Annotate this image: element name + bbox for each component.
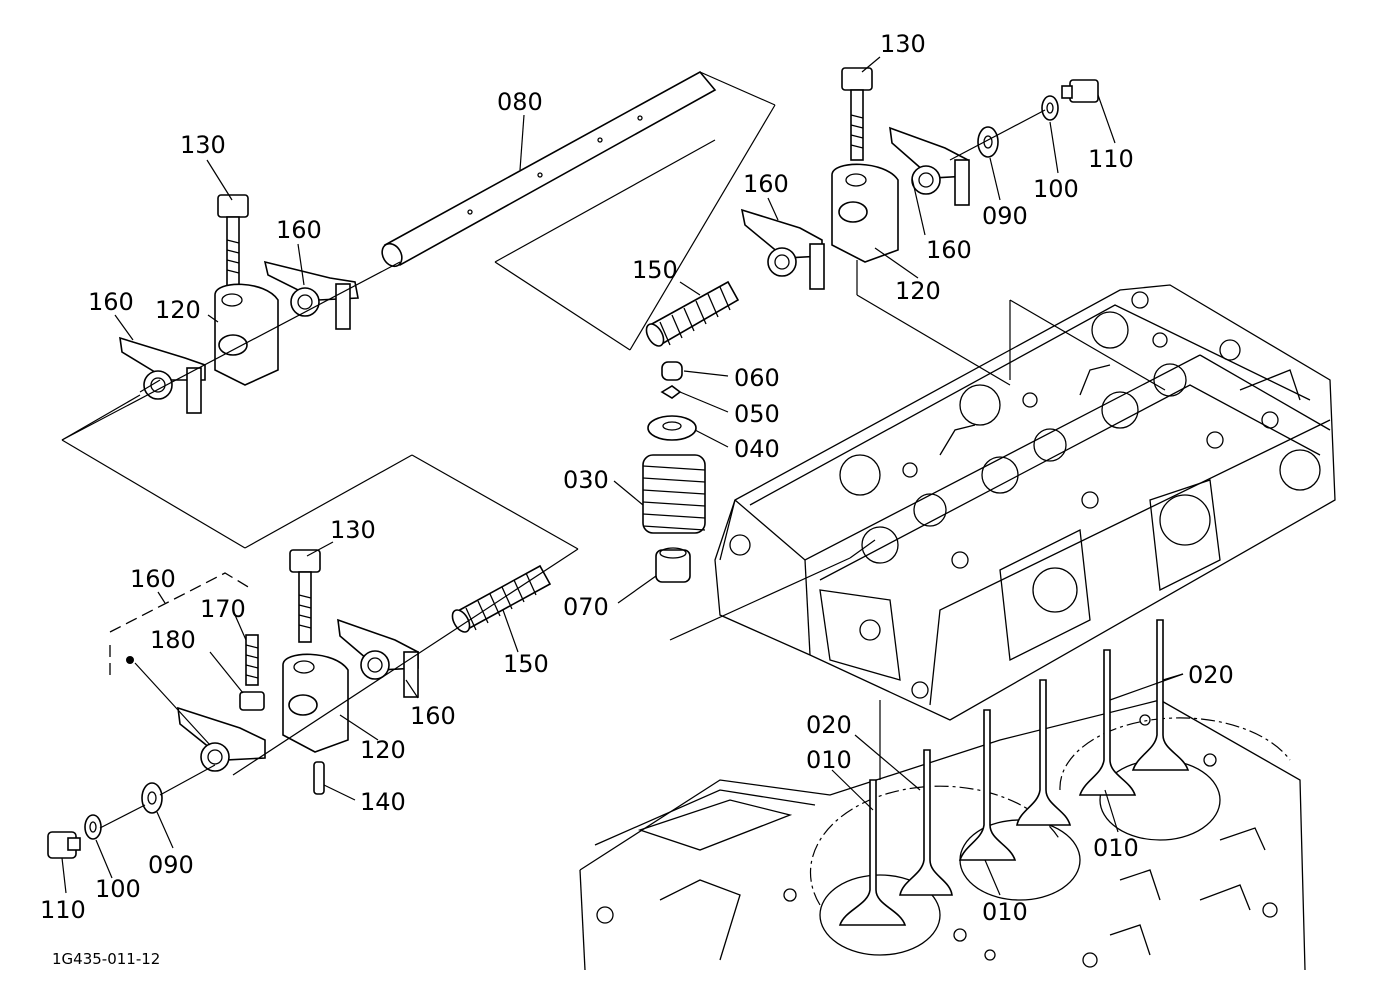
- callout-160-tl-b: 160: [88, 288, 134, 316]
- rocker-arm-160-tl-a: [263, 260, 359, 330]
- lock-nut-180: [239, 691, 265, 711]
- callout-150-top: 150: [632, 256, 678, 284]
- bracket-120-bottom: [282, 653, 349, 753]
- adjust-screw-170: [245, 634, 259, 686]
- callout-120-top-right: 120: [895, 277, 941, 305]
- callout-010-left: 010: [806, 746, 852, 774]
- callout-130-bottom: 130: [330, 516, 376, 544]
- callout-020-upper: 020: [1188, 661, 1234, 689]
- callout-060: 060: [734, 364, 780, 392]
- rocker-arm-160-tl-b: [119, 336, 206, 414]
- callout-070: 070: [563, 593, 609, 621]
- callout-120-bottom: 120: [360, 736, 406, 764]
- callout-090-bottom: 090: [148, 851, 194, 879]
- leader-lines: [61, 56, 1184, 896]
- callout-040: 040: [734, 435, 780, 463]
- callout-010-mid: 010: [982, 898, 1028, 926]
- rocker-arm-160-tr-a: [740, 208, 825, 290]
- callout-050: 050: [734, 400, 780, 428]
- callout-170: 170: [200, 595, 246, 623]
- retainer-040: [647, 415, 697, 441]
- washer-100-top-right: [1041, 95, 1059, 121]
- spring-150-top: [645, 280, 740, 347]
- collet-050: [660, 385, 682, 399]
- rocker-arm-160-bottom-group: [177, 706, 266, 772]
- callout-labels: 080 130 130 130 160 160 160 160 160 160 …: [40, 30, 1234, 926]
- assembly-lines: [61, 71, 1166, 829]
- dot-marker: [126, 656, 134, 664]
- callout-100-bottom: 100: [95, 875, 141, 903]
- valves-and-guides: [838, 619, 1190, 926]
- callout-080: 080: [497, 88, 543, 116]
- bracket-120-top-left: [214, 283, 279, 386]
- callout-020-left: 020: [806, 711, 852, 739]
- callout-160-bottom-group: 160: [130, 565, 176, 593]
- group-bracket-160: [109, 572, 251, 678]
- callout-110-top-right: 110: [1088, 145, 1134, 173]
- callout-120-top-left: 120: [155, 296, 201, 324]
- callout-140: 140: [360, 788, 406, 816]
- valve-spring-030: [642, 454, 706, 534]
- callout-010-right: 010: [1093, 834, 1139, 862]
- plug-110-top-right: [1061, 79, 1099, 103]
- bolt-130-top-right: [841, 67, 873, 161]
- bolt-130-top-left: [217, 194, 249, 288]
- callout-130-top-right: 130: [880, 30, 926, 58]
- callout-180: 180: [150, 626, 196, 654]
- bolt-130-bottom: [289, 549, 321, 643]
- bracket-120-top-right: [831, 163, 899, 263]
- valve-cap-060: [661, 361, 683, 381]
- cylinder-block: [579, 699, 1306, 971]
- callout-090-top-right: 090: [982, 202, 1028, 230]
- washer-090-top-right: [977, 126, 999, 158]
- pin-140: [313, 761, 325, 795]
- stem-seal-070: [655, 547, 691, 583]
- rocker-shaft: [381, 70, 717, 268]
- callout-150-bottom: 150: [503, 650, 549, 678]
- callout-160-tr-b: 160: [926, 236, 972, 264]
- callout-160-bottom-right: 160: [410, 702, 456, 730]
- callout-160-tl-a: 160: [276, 216, 322, 244]
- washer-090-bottom: [141, 782, 163, 814]
- callout-110-bottom: 110: [40, 896, 86, 924]
- figure-code: 1G435-011-12: [52, 950, 160, 968]
- rocker-arm-160-tr-b: [889, 126, 970, 206]
- plug-110-bottom: [47, 831, 81, 859]
- callout-100-top-right: 100: [1033, 175, 1079, 203]
- washer-100-bottom: [84, 814, 102, 840]
- callout-130-top-left: 130: [180, 131, 226, 159]
- callout-160-tr-a: 160: [743, 170, 789, 198]
- callout-030: 030: [563, 466, 609, 494]
- cylinder-head: [714, 284, 1336, 721]
- rocker-arm-160-bottom-right: [337, 618, 419, 698]
